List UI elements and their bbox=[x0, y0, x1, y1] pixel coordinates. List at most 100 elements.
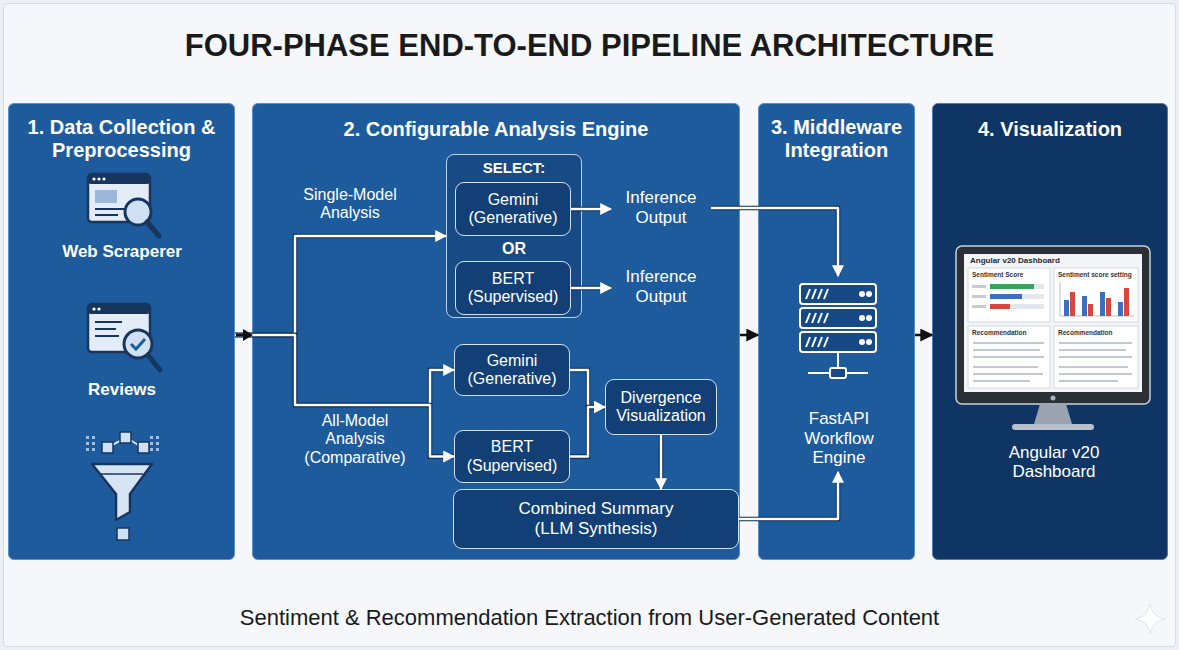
connector-arrow bbox=[571, 288, 611, 289]
monitor-icon-part-part bbox=[973, 349, 1040, 351]
reviews-icon-part bbox=[92, 307, 95, 310]
server-icon-part bbox=[867, 340, 871, 344]
monitor-icon-part-part bbox=[1118, 302, 1123, 316]
panel-heading: 3. Middleware Integration bbox=[765, 116, 908, 162]
reviews-icon-part bbox=[97, 307, 100, 310]
connector-halo bbox=[571, 286, 611, 291]
monitor-icon-part-part bbox=[1088, 304, 1093, 316]
connector-line bbox=[570, 407, 605, 457]
preprocessing-funnel-icon-part bbox=[102, 442, 113, 453]
connector-line bbox=[660, 435, 663, 489]
preprocessing-funnel-icon-part bbox=[92, 464, 152, 520]
panel-heading: 4. Visualization bbox=[978, 118, 1122, 141]
web-scraper-icon-part bbox=[97, 177, 100, 180]
monitor-icon-part-part bbox=[1059, 366, 1128, 368]
monitor-icon-part bbox=[972, 285, 986, 308]
box-label: Gemini (Generative) bbox=[462, 191, 564, 228]
monitor-icon-part-part bbox=[972, 285, 986, 288]
edge-label: All-Model Analysis (Comparative) bbox=[298, 412, 412, 467]
connector-line bbox=[570, 370, 605, 407]
box-label: Gemini (Generative) bbox=[461, 352, 563, 389]
node-label: Angular v20 Dashboard bbox=[984, 443, 1124, 482]
connector-halo bbox=[571, 207, 611, 212]
connector-line bbox=[571, 287, 611, 290]
monitor-icon-part-part bbox=[990, 304, 1044, 309]
screen-label: Recommendation bbox=[972, 329, 1048, 336]
monitor-icon-part bbox=[1070, 288, 1129, 316]
monitor-icon-part-part bbox=[973, 380, 1030, 382]
server-icon-part bbox=[800, 332, 876, 352]
connector-arrow bbox=[740, 335, 758, 336]
monitor-icon-part bbox=[964, 254, 1142, 392]
diagram-caption: Sentiment & Recommendation Extraction fr… bbox=[0, 605, 1179, 630]
select-label: SELECT: bbox=[483, 159, 546, 176]
preprocessing-funnel-icon-part-part bbox=[150, 448, 153, 451]
monitor-icon-part-part bbox=[1100, 292, 1105, 316]
connector-arrow bbox=[711, 208, 838, 276]
preprocessing-funnel-icon-part-part bbox=[156, 442, 159, 445]
sparkle-watermark bbox=[1135, 604, 1165, 634]
connector-line bbox=[235, 335, 454, 405]
server-icon bbox=[800, 284, 876, 378]
diagram-title: FOUR-PHASE END-TO-END PIPELINE ARCHITECT… bbox=[0, 28, 1179, 64]
connector-arrow bbox=[570, 407, 605, 457]
preprocessing-funnel-icon bbox=[86, 432, 159, 540]
monitor-icon-part bbox=[956, 246, 1150, 404]
monitor-icon-part bbox=[990, 284, 1044, 309]
connector-arrow bbox=[739, 472, 838, 519]
connector-arrow bbox=[571, 209, 611, 210]
web-scraper-icon-part bbox=[95, 208, 124, 210]
monitor-icon-part bbox=[1051, 396, 1056, 401]
server-icon-part bbox=[830, 368, 846, 378]
box-label: BERT (Supervised) bbox=[462, 270, 564, 307]
reviews-icon-part bbox=[95, 335, 119, 337]
monitor-icon-part-part bbox=[1064, 300, 1069, 316]
monitor-icon-part-part bbox=[990, 294, 1044, 299]
server-icon-part bbox=[860, 340, 864, 344]
screen-label: Recommendation bbox=[1058, 329, 1136, 336]
text-node: Inference Output bbox=[611, 263, 711, 311]
server-icon-part bbox=[846, 372, 868, 374]
node-label: Inference Output bbox=[611, 267, 711, 306]
monitor-icon-part-part bbox=[1070, 292, 1075, 316]
monitor-icon-part bbox=[1054, 268, 1138, 322]
reviews-icon-part bbox=[131, 339, 145, 349]
preprocessing-funnel-icon-part-part bbox=[150, 442, 153, 445]
monitor-icon-part bbox=[1054, 326, 1138, 388]
server-icon-part bbox=[837, 352, 839, 368]
icon-label: Web Scraperer bbox=[52, 243, 192, 262]
node-label: FastAPI Workflow Engine bbox=[784, 409, 894, 468]
preprocessing-funnel-icon-part bbox=[117, 528, 129, 540]
web-scraper-icon-part bbox=[92, 177, 95, 180]
connector-line bbox=[235, 236, 446, 335]
connector-halo bbox=[659, 435, 664, 489]
reviews-icon-part bbox=[95, 328, 116, 330]
select-box: SELECT:ORGemini (Generative)BERT (Superv… bbox=[446, 154, 582, 318]
panel-heading: 2. Configurable Analysis Engine bbox=[344, 118, 649, 141]
monitor-icon-part-part bbox=[973, 342, 1044, 344]
monitor-icon-part-part bbox=[1059, 342, 1132, 344]
gap-arrow-part bbox=[243, 329, 253, 341]
monitor-icon-part-part bbox=[990, 284, 1044, 289]
web-scraper-icon-part bbox=[88, 174, 150, 184]
gap-arrow bbox=[236, 329, 253, 341]
monitor-icon-part-part bbox=[1059, 380, 1118, 382]
connector-halo bbox=[739, 472, 838, 519]
reviews-icon-part bbox=[88, 304, 150, 314]
preprocessing-funnel-icon-part-part bbox=[86, 442, 89, 445]
process-box: BERT (Supervised) bbox=[455, 261, 571, 315]
process-box: Gemini (Generative) bbox=[454, 344, 570, 396]
monitor-icon-part-part bbox=[972, 295, 986, 298]
server-icon-part bbox=[806, 289, 828, 347]
monitor-icon-part-part bbox=[1059, 373, 1132, 375]
monitor-icon-part-part bbox=[1059, 349, 1126, 351]
preprocessing-funnel-icon-part-part bbox=[156, 436, 159, 439]
monitor-icon-part-part bbox=[1059, 356, 1132, 358]
monitor-icon-part bbox=[1064, 292, 1123, 316]
connector-arrow bbox=[235, 236, 446, 335]
monitor-icon-part bbox=[990, 304, 1010, 309]
connector-halo bbox=[570, 407, 605, 457]
phase-panel: 2. Configurable Analysis EngineSELECT:OR… bbox=[252, 103, 740, 560]
server-icon-part bbox=[860, 316, 864, 320]
